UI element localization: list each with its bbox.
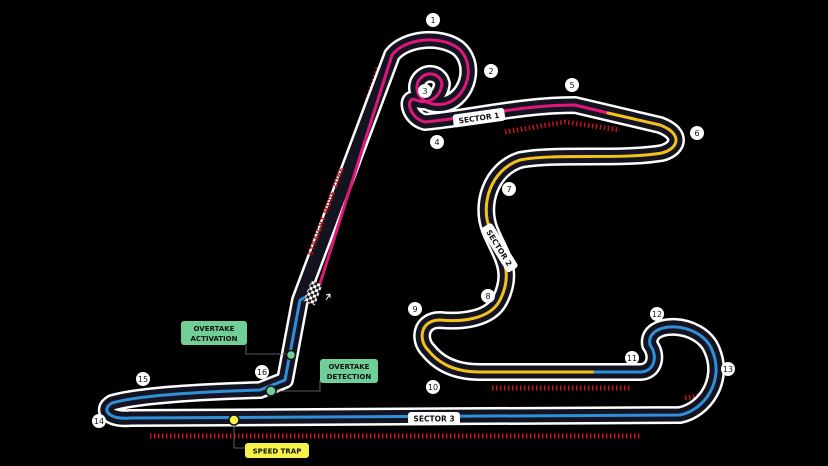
svg-text:9: 9 <box>412 305 417 314</box>
overtake-activation-line2: ACTIVATION <box>191 335 238 343</box>
sector-1-line <box>316 38 610 292</box>
overtake-detection-line2: DETECTION <box>327 373 372 381</box>
turn-2-marker: 2 <box>484 64 498 78</box>
svg-text:11: 11 <box>627 354 637 363</box>
turn-8-marker: 8 <box>481 289 495 303</box>
svg-text:1: 1 <box>430 16 435 25</box>
turn-16-marker: 16 <box>255 365 269 379</box>
svg-text:6: 6 <box>694 129 699 138</box>
speed-trap-label: SPEED TRAP <box>253 448 302 456</box>
sector-3-line <box>105 288 718 420</box>
turn-5-marker: 5 <box>565 78 579 92</box>
track-surface <box>100 33 723 425</box>
svg-text:3: 3 <box>422 87 427 96</box>
overtake-activation-leader <box>245 345 286 355</box>
speed-trap-marker <box>228 414 240 426</box>
turn-3-marker: 3 <box>418 84 432 98</box>
turn-9-marker: 9 <box>408 302 422 316</box>
sector-3-label: SECTOR 3 <box>413 415 454 424</box>
overtake-detection-leader <box>277 380 321 392</box>
svg-text:13: 13 <box>723 365 733 374</box>
svg-text:12: 12 <box>652 310 662 319</box>
overtake-detection-tag: OVERTAKE DETECTION <box>320 359 378 383</box>
svg-text:4: 4 <box>434 138 439 147</box>
svg-text:15: 15 <box>138 375 148 384</box>
track <box>97 30 726 428</box>
overtake-detection-marker <box>265 385 277 397</box>
speed-trap-leader <box>233 425 245 449</box>
turn-14-marker: 14 <box>92 414 106 428</box>
svg-text:8: 8 <box>485 292 490 301</box>
overtake-activation-marker <box>285 349 297 361</box>
direction-arrow-icon <box>325 293 331 301</box>
sector-1-tag: SECTOR 1 <box>452 107 506 128</box>
overtake-detection-line1: OVERTAKE <box>329 363 370 371</box>
turn-15-marker: 15 <box>136 372 150 386</box>
kerb-markings <box>150 67 713 439</box>
sector-3-tag: SECTOR 3 <box>408 412 460 425</box>
turn-4-marker: 4 <box>430 135 444 149</box>
start-finish-line <box>303 280 323 306</box>
turn-11-marker: 11 <box>625 351 639 365</box>
svg-text:14: 14 <box>94 417 104 426</box>
turn-13-marker: 13 <box>721 362 735 376</box>
turn-12-marker: 12 <box>650 307 664 321</box>
svg-text:2: 2 <box>488 67 493 76</box>
turn-7-marker: 7 <box>502 182 516 196</box>
turn-6-marker: 6 <box>690 126 704 140</box>
overtake-activation-tag: OVERTAKE ACTIVATION <box>181 321 247 345</box>
svg-text:16: 16 <box>257 368 267 377</box>
overtake-activation-line1: OVERTAKE <box>194 325 235 333</box>
svg-text:10: 10 <box>428 383 438 392</box>
svg-text:7: 7 <box>506 185 511 194</box>
turn-10-marker: 10 <box>426 380 440 394</box>
kerb-turn13 <box>684 391 713 401</box>
svg-text:5: 5 <box>569 81 574 90</box>
kerb-sector1 <box>504 119 621 135</box>
turn-1-marker: 1 <box>426 13 440 27</box>
speed-trap-tag: SPEED TRAP <box>245 443 309 458</box>
turn-markers: 1 2 3 4 5 6 7 8 9 10 11 12 13 14 15 16 <box>92 13 735 428</box>
